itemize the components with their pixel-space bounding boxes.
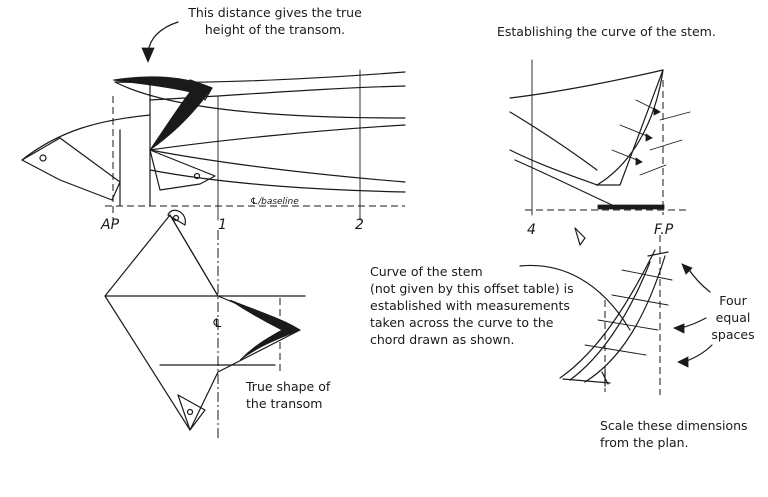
note-line: Four: [719, 293, 747, 308]
drain-hole: [196, 86, 204, 94]
keel-line: [514, 159, 613, 206]
transom-edge: [169, 214, 219, 297]
note-line: chord drawn as shown.: [370, 332, 515, 347]
station-4-label: 4: [527, 222, 536, 238]
keel-bar-fill: [597, 204, 665, 210]
drain-hole: [186, 408, 194, 416]
drain-hole: [172, 214, 180, 222]
chine-line: [114, 81, 406, 119]
stem-outer-curve: [559, 249, 656, 379]
fp-label: F.P: [654, 222, 674, 238]
station-1-label: 1: [218, 217, 227, 233]
pointer-arrow-head: [681, 263, 693, 275]
measure-arrow-head: [653, 107, 661, 116]
transom-lower-piece: [149, 149, 216, 191]
hull-edge-line: [21, 114, 151, 161]
measure-arrow-head: [645, 133, 653, 142]
offset-measure: [639, 164, 667, 176]
note-line: Curve of the stem: [370, 264, 483, 279]
sheer-line: [509, 69, 664, 99]
stem-curve-title: Establishing the curve of the stem.: [497, 24, 716, 39]
chine-line: [149, 124, 406, 151]
sheer-line: [149, 85, 406, 101]
baseline-label: ℄/baseline: [250, 197, 299, 207]
note-line: established with measurements: [370, 298, 570, 313]
four-equal-spaces-note: Four equal spaces: [705, 292, 761, 343]
note-line: from the plan.: [600, 435, 689, 450]
note-line: taken across the curve to the: [370, 315, 554, 330]
true-transom-shape: [104, 209, 306, 440]
transom-shape-outline: [21, 137, 121, 201]
centerline-mark: ℄: [212, 316, 223, 330]
transom-bottom-lobe: [177, 394, 206, 431]
equal-space-tick: [597, 319, 659, 331]
pointer-arrow-head: [673, 323, 685, 334]
pointer-arrow-head: [677, 356, 689, 368]
stem-inner-curve: [584, 255, 666, 383]
offset-measure: [659, 111, 691, 121]
measure-arrow-head: [635, 157, 643, 166]
stem-plan-view: [519, 227, 713, 395]
drain-hole: [193, 172, 201, 180]
pointer-arrow-head: [141, 47, 155, 64]
stem-curve-elevation: [509, 59, 691, 216]
pointer-arrow: [687, 267, 711, 293]
keel-line: [149, 149, 406, 183]
transom-elevation: [21, 21, 406, 221]
note-line: equal: [715, 310, 751, 325]
stem-curve: [596, 69, 664, 186]
note-line: height of the transom.: [204, 22, 346, 37]
stem-bottom-cap: [562, 378, 611, 384]
stem-top-cap: [647, 251, 669, 257]
stem-curve-note: Curve of the stem (not given by this off…: [370, 263, 574, 348]
ap-label: AP: [101, 217, 120, 233]
drain-hole: [285, 326, 293, 334]
note-line: spaces: [711, 327, 755, 342]
offset-measure: [649, 139, 683, 151]
chine-line: [509, 111, 598, 171]
fp-marker: [574, 227, 586, 246]
transom-true-height-shape: [112, 76, 213, 151]
equal-space-tick: [584, 344, 647, 356]
drain-hole: [39, 154, 47, 162]
keel-line: [149, 169, 406, 193]
note-line: the transom: [246, 396, 323, 411]
station-2-label: 2: [355, 217, 364, 233]
stem-mid-curve: [569, 261, 651, 381]
note-line: Scale these dimensions: [600, 418, 748, 433]
note-line: (not given by this offset table) is: [370, 281, 574, 296]
transom-section-shape: [229, 299, 301, 361]
scale-note: Scale these dimensions from the plan.: [600, 417, 748, 451]
stem-edge: [519, 264, 631, 331]
chine-line: [509, 149, 598, 186]
equal-space-tick: [621, 269, 673, 281]
cross-mark: [601, 369, 609, 387]
transom-height-note: This distance gives the true height of t…: [180, 4, 370, 38]
note-line: True shape of: [246, 379, 331, 394]
note-line: This distance gives the true: [188, 5, 362, 20]
transom-top-lobe: [167, 209, 186, 226]
stem-chord: [596, 69, 664, 186]
true-shape-note: True shape of the transom: [246, 378, 330, 412]
pointer-arrow: [147, 21, 179, 53]
equal-space-tick: [611, 294, 669, 306]
